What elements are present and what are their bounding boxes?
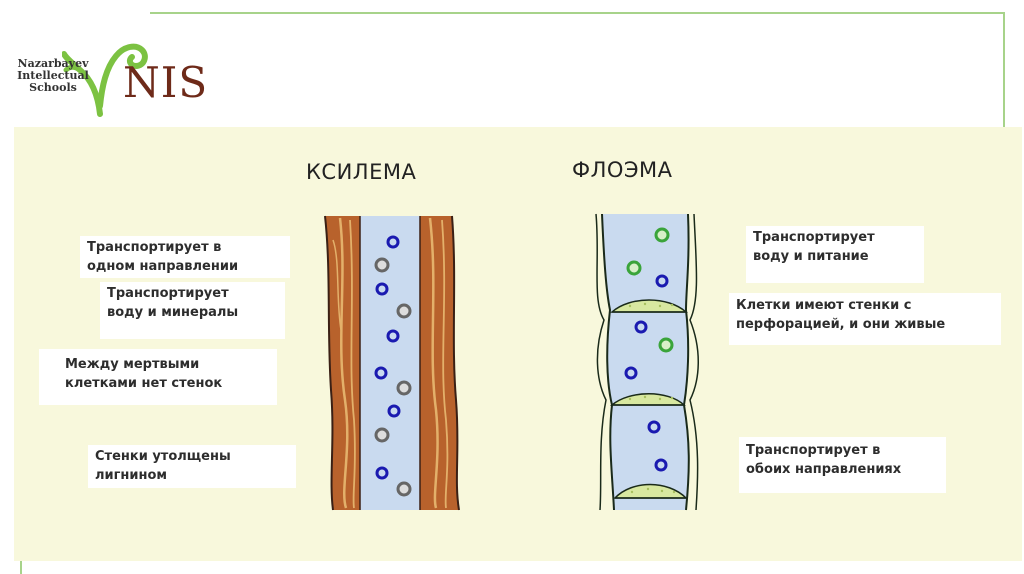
- phloem-tube: [595, 213, 699, 511]
- phloem-nutrient-dot: [654, 227, 670, 243]
- xylem-water-dot: [375, 282, 389, 296]
- sieve-plate: [610, 299, 688, 313]
- label-line: воду и питание: [753, 249, 869, 264]
- xylem-left-wall: [324, 215, 361, 511]
- xylem-mineral-dot: [374, 257, 390, 273]
- label-line: воду и минералы: [107, 305, 239, 320]
- xylem-vessel: [324, 215, 460, 511]
- phloem-water-dot: [634, 320, 648, 334]
- label-line: Транспортирует в: [87, 240, 222, 255]
- label-line: лигнином: [95, 468, 168, 483]
- label-line: обоих направлениях: [746, 462, 902, 477]
- label-one-direction: Транспортирует в одном направлении: [80, 236, 290, 278]
- logo-line-1: Nazarbayev: [17, 57, 89, 70]
- label-line: перфорацией, и они живые: [736, 317, 946, 332]
- nis-logo: Nazarbayev Intellectual Schools NIS: [0, 18, 240, 118]
- xylem-mineral-dot: [396, 481, 412, 497]
- phloem-water-dot: [647, 420, 661, 434]
- xylem-water-dot: [387, 404, 401, 418]
- logo-line-3: Schools: [29, 81, 77, 94]
- sprout-icon: [62, 43, 148, 117]
- label-water-food: Транспортирует воду и питание: [746, 226, 924, 283]
- label-water-minerals: Транспортирует воду и минералы: [100, 282, 285, 339]
- logo-wordmark: NIS: [123, 58, 209, 107]
- label-both-directions: Транспортирует в обоих направлениях: [739, 437, 946, 493]
- phloem-title: ФЛОЭМА: [572, 158, 673, 182]
- label-line: Клетки имеют стенки с: [736, 298, 912, 313]
- xylem-mineral-dot: [396, 303, 412, 319]
- right-accent-line: [1003, 12, 1005, 127]
- label-line: Между мертвыми: [65, 357, 200, 372]
- phloem-water-dot: [655, 274, 669, 288]
- label-lignin: Стенки утолщены лигнином: [88, 445, 296, 488]
- label-line: одном направлении: [87, 259, 239, 274]
- label-no-walls: Между мертвыми клетками нет стенок: [39, 349, 277, 405]
- phloem-nutrient-dot: [658, 337, 674, 353]
- header-accent-line: [150, 12, 1004, 14]
- xylem-water-dot: [386, 235, 400, 249]
- xylem-water-dot: [375, 466, 389, 480]
- xylem-lumen: [360, 216, 420, 510]
- xylem-water-dot: [386, 329, 400, 343]
- xylem-mineral-dot: [396, 380, 412, 396]
- label-line: Транспортирует в: [746, 443, 881, 458]
- phloem-water-dot: [624, 366, 638, 380]
- label-line: клетками нет стенок: [65, 376, 223, 391]
- label-line: Транспортирует: [753, 230, 875, 245]
- logo-school-name: Nazarbayev Intellectual Schools: [8, 58, 98, 94]
- xylem-right-wall: [419, 215, 460, 511]
- xylem-title: КСИЛЕМА: [306, 160, 417, 184]
- sieve-plate: [613, 483, 688, 499]
- xylem-water-dot: [374, 366, 388, 380]
- logo-line-2: Intellectual: [17, 69, 89, 82]
- label-line: Стенки утолщены: [95, 449, 231, 464]
- phloem-nutrient-dot: [626, 260, 642, 276]
- bottom-accent-line: [20, 561, 22, 574]
- xylem-mineral-dot: [374, 427, 390, 443]
- label-line: Транспортирует: [107, 286, 229, 301]
- label-perforated: Клетки имеют стенки с перфорацией, и они…: [729, 293, 1001, 345]
- phloem-water-dot: [654, 458, 668, 472]
